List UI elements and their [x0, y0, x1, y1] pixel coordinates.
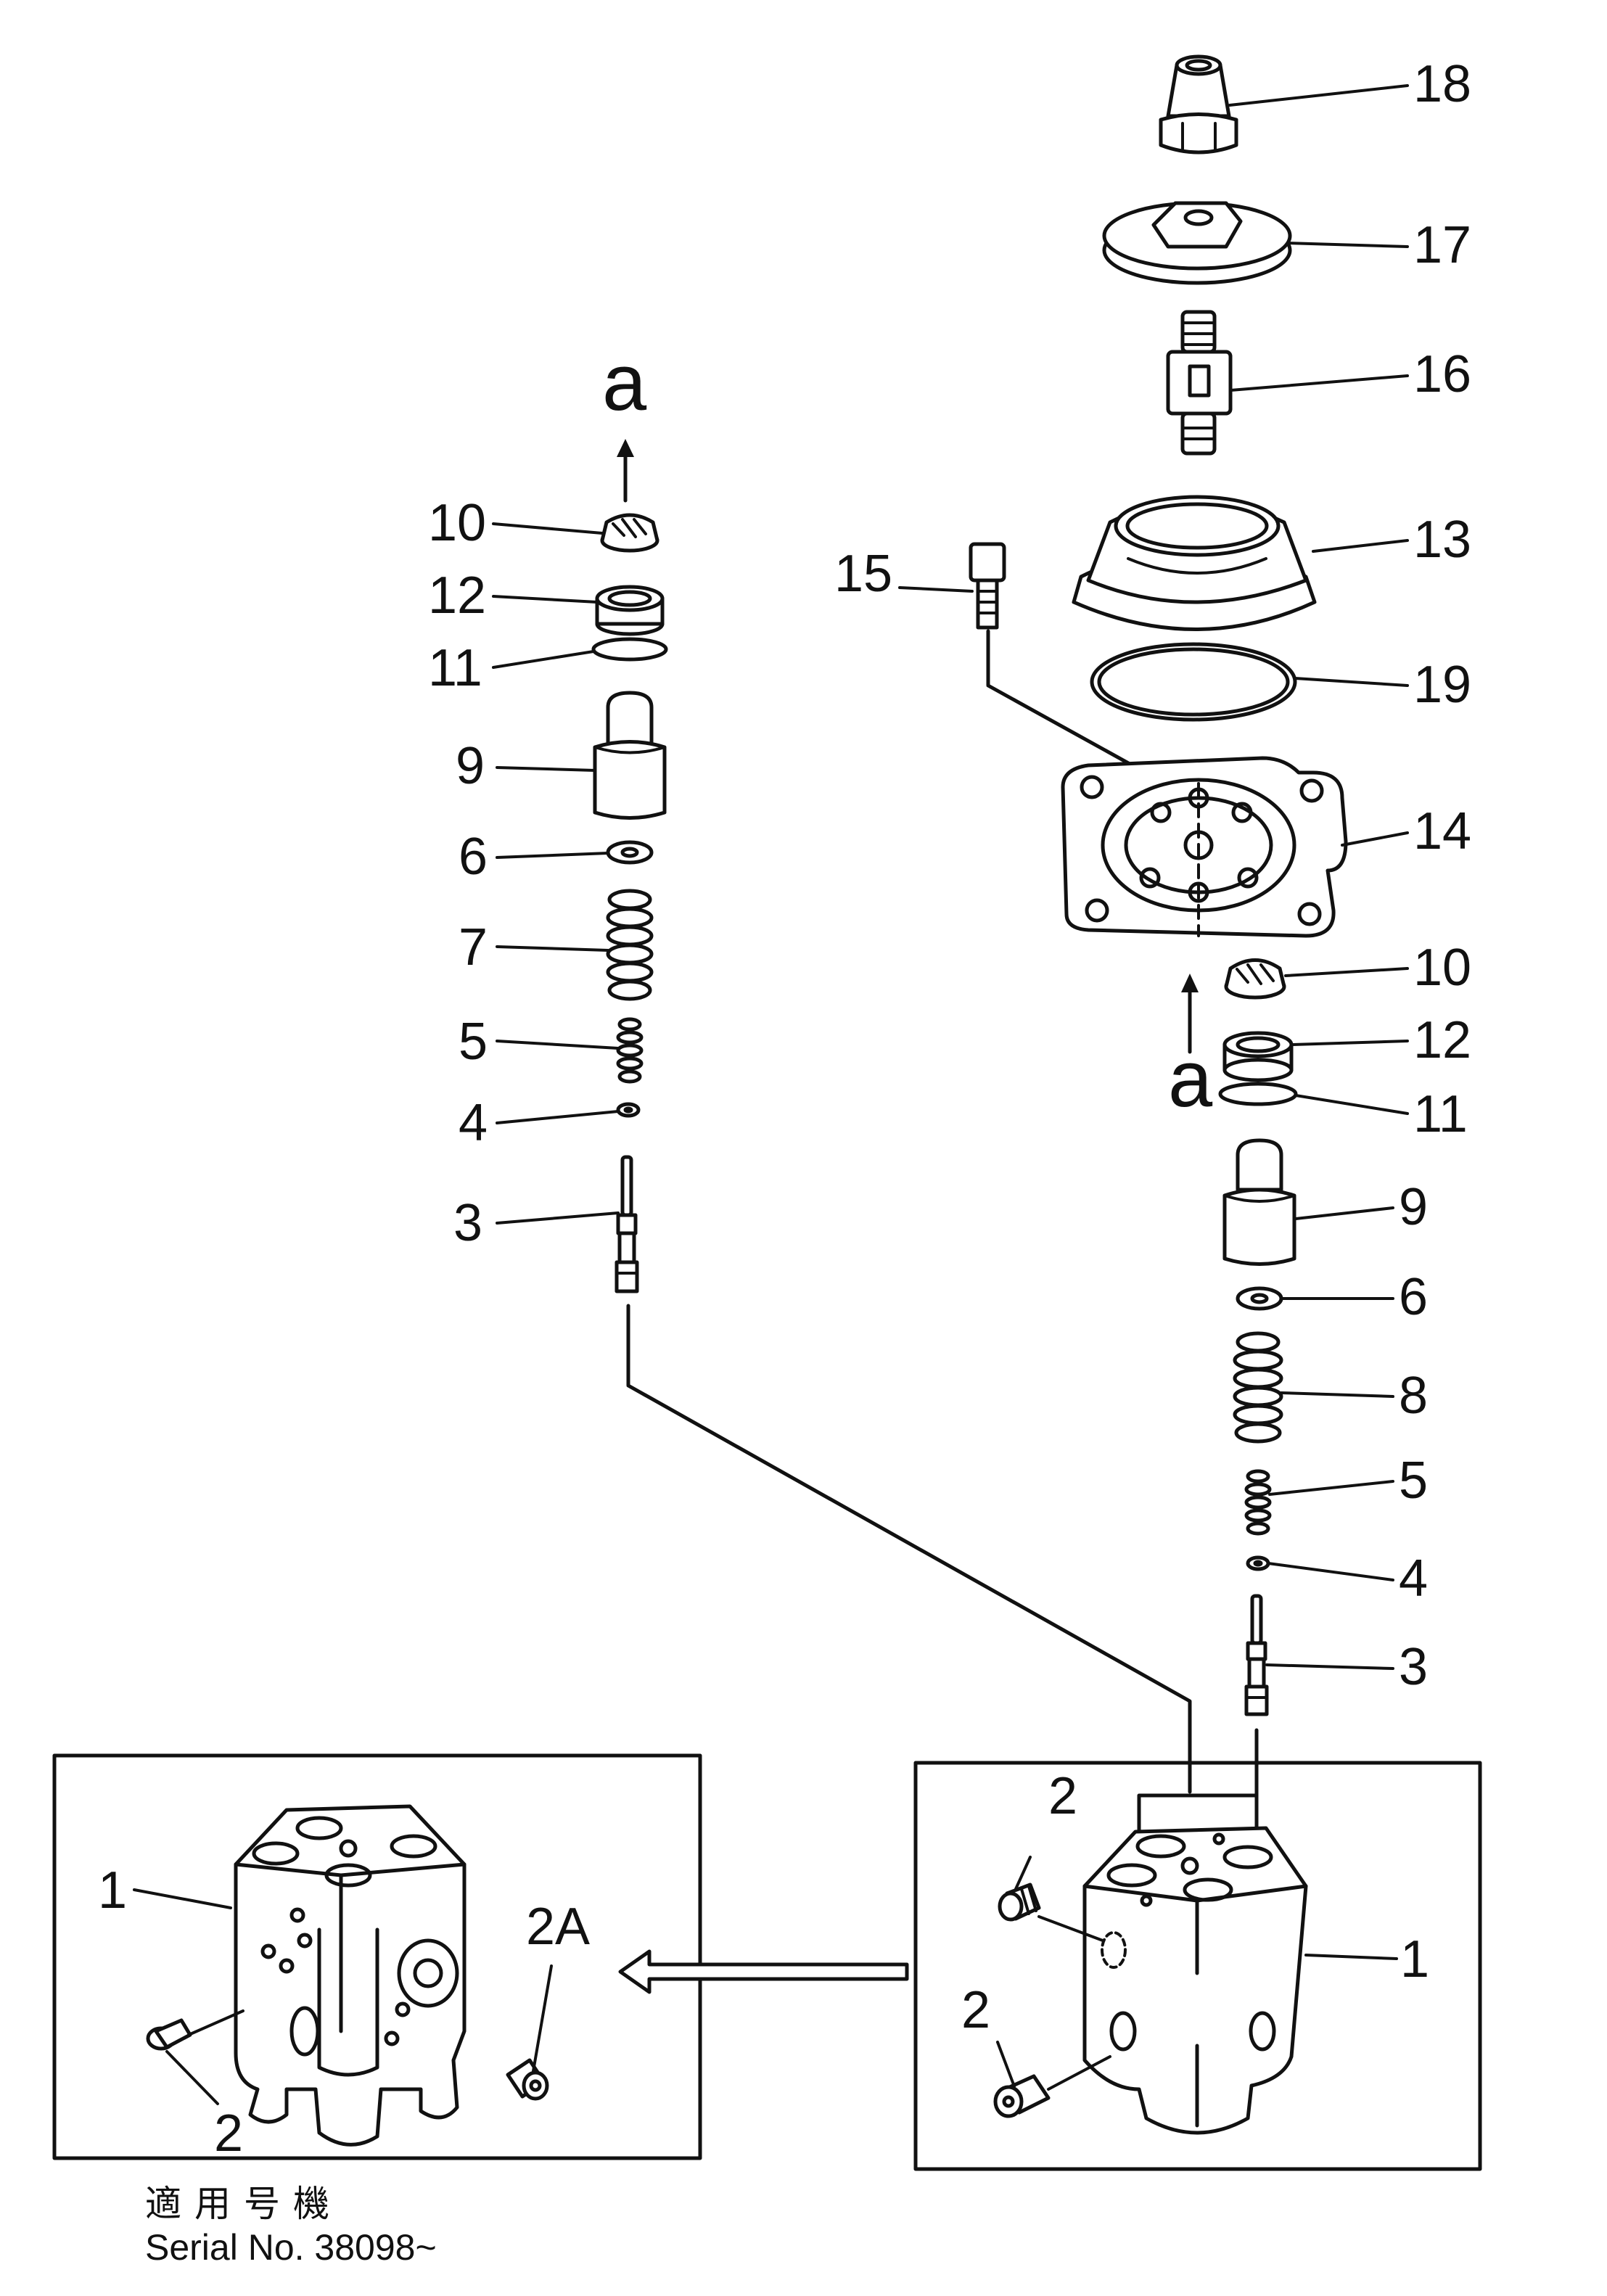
part-11-oring-right	[1218, 1082, 1298, 1106]
part-7-spring-left	[606, 889, 654, 1001]
bracket-spools	[1137, 1793, 1259, 1845]
part-5-spring-left	[616, 1017, 644, 1084]
view-transfer-arrow	[618, 1949, 909, 1994]
arrow-a-right-head	[1181, 974, 1199, 992]
label-right-9: 9	[1399, 1178, 1428, 1236]
label-right-5: 5	[1399, 1452, 1428, 1510]
part-4-washer-right	[1246, 1555, 1270, 1571]
plug-2-rear	[146, 2018, 192, 2051]
label-box-right-2-top: 2	[1048, 1767, 1077, 1825]
label-left-6: 6	[459, 828, 488, 886]
valve-body-front	[1082, 1826, 1308, 2135]
part-9-piston-right	[1222, 1138, 1296, 1266]
part-6-washer-left	[606, 840, 654, 865]
label-right-19: 19	[1413, 656, 1471, 714]
part-11-oring-left	[591, 637, 668, 662]
part-8-spring-right	[1233, 1331, 1283, 1444]
part-9-piston-left	[593, 691, 667, 820]
box-right-front-view: 2 2 1	[913, 1761, 1482, 2171]
part-12-ring-left	[595, 585, 665, 636]
part-6-washer-right	[1236, 1286, 1283, 1311]
label-left-4: 4	[459, 1094, 488, 1152]
label-right-4: 4	[1399, 1550, 1428, 1608]
box-left-frame	[52, 1753, 702, 2160]
label-right-18: 18	[1413, 55, 1471, 113]
footer-note: 適用号機 Serial No. 38098~	[145, 2184, 437, 2268]
footer-japanese: 適用号機	[145, 2184, 342, 2224]
label-left-12: 12	[428, 567, 486, 625]
label-right-11: 11	[1413, 1085, 1468, 1143]
label-box-right-2-bottom: 2	[961, 1981, 990, 2039]
label-right-14: 14	[1413, 802, 1471, 860]
valve-body-rear	[234, 1804, 467, 2147]
label-box-left-2a: 2A	[526, 1898, 590, 1956]
label-left-3: 3	[453, 1194, 482, 1252]
part-15-bolt	[969, 542, 1006, 630]
label-a-right: a	[1168, 1034, 1213, 1124]
label-left-11: 11	[428, 639, 482, 697]
part-18-nut	[1159, 54, 1238, 155]
left-assembly: a	[428, 338, 1192, 1794]
plug-2-upper-front	[998, 1883, 1041, 1922]
label-left-7: 7	[459, 918, 488, 976]
label-left-9: 9	[456, 737, 485, 795]
part-3-spool-left	[615, 1155, 639, 1293]
part-5-spring-right	[1244, 1469, 1272, 1536]
arrow-a-head	[617, 439, 634, 457]
footer-serial: Serial No. 38098~	[145, 2227, 437, 2268]
part-13-boot	[1072, 495, 1317, 631]
leader-bolt-to-plate	[986, 629, 1174, 789]
plug-2a-rear	[506, 2058, 549, 2101]
label-box-left-2: 2	[214, 2104, 243, 2163]
label-left-5: 5	[459, 1013, 488, 1071]
right-assembly: a	[834, 54, 1471, 1798]
plug-2-lower-front	[993, 2074, 1051, 2118]
label-right-16: 16	[1413, 345, 1471, 403]
label-left-10: 10	[428, 494, 486, 552]
part-4-washer-left	[616, 1102, 641, 1118]
part-19-oring	[1090, 642, 1297, 722]
part-17-plate	[1102, 201, 1292, 285]
label-right-3: 3	[1399, 1638, 1428, 1696]
label-right-13: 13	[1413, 511, 1471, 569]
part-3-spool-right	[1244, 1594, 1269, 1716]
part-10-cap-right	[1224, 958, 1286, 1000]
label-right-6: 6	[1399, 1268, 1428, 1326]
label-right-15: 15	[834, 545, 892, 603]
part-16-joint	[1166, 310, 1233, 456]
part-10-cap-left	[600, 513, 659, 553]
part-12-ring-right	[1222, 1031, 1294, 1082]
label-box-left-1: 1	[98, 1861, 127, 1919]
label-box-right-1: 1	[1400, 1930, 1429, 1988]
leader-line-left-to-block	[626, 1304, 1192, 1794]
label-a-top: a	[602, 338, 647, 427]
label-right-10: 10	[1413, 939, 1471, 997]
part-14-flange	[1061, 756, 1348, 938]
box-left-rear-view: 1 2 2A	[52, 1753, 702, 2163]
label-right-12: 12	[1413, 1011, 1471, 1069]
label-right-8: 8	[1399, 1367, 1428, 1425]
box-right-frame	[913, 1761, 1482, 2171]
label-right-17: 17	[1413, 216, 1471, 274]
